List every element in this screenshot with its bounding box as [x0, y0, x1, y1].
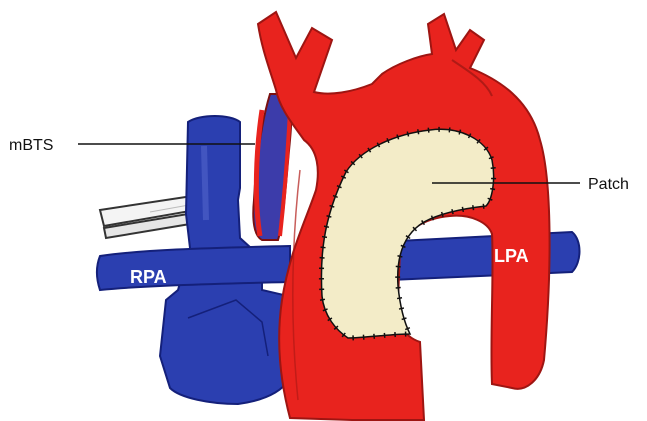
rpa-label: RPA [130, 267, 167, 287]
mbts-label: mBTS [9, 137, 53, 154]
mbts-shunt [253, 94, 291, 240]
lpa-label: LPA [494, 246, 529, 266]
patch-label: Patch [588, 176, 629, 193]
